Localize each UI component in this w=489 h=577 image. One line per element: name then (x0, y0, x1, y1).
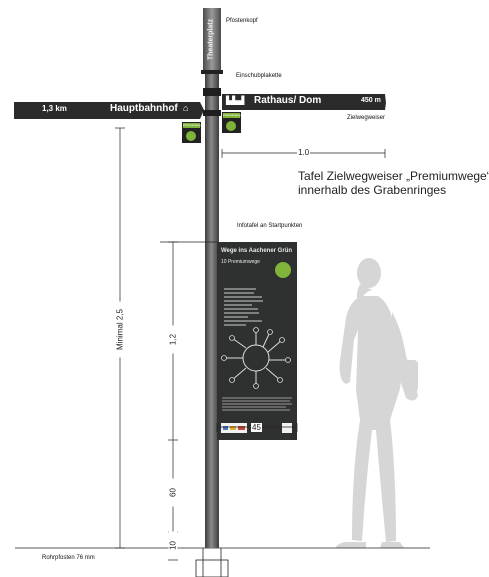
dim-sign-width-label: 1.0 (297, 148, 311, 157)
human-silhouette (336, 258, 418, 548)
sign-left-distance: 1,3 km (42, 104, 67, 113)
hiker-icon-left (186, 131, 196, 141)
insert-label: Einschubplakette (236, 73, 282, 79)
foundation-outline (195, 559, 229, 577)
description-line1: Tafel Zielwegweiser „Premiumwege“ (298, 169, 489, 183)
train-station-icon: ⌂ (183, 103, 189, 113)
hiker-icon-right (226, 121, 236, 131)
info-panel-label: Infotafel an Startpunkten (237, 223, 303, 229)
info-panel-footer-text (222, 397, 292, 411)
sign-right-board (222, 94, 386, 110)
dim-panel-height-label: 1,2 (168, 325, 178, 354)
description-line2: innerhalb des Grabenringes (298, 183, 447, 197)
badge-left-text: Premiumweg (183, 123, 201, 127)
route-map (224, 330, 288, 386)
badge-right-text: Premiumweg (223, 113, 241, 117)
info-panel-title: Wege ins Aachener Grün (221, 248, 293, 254)
dim-gap-height-label: 60 (168, 478, 178, 507)
post-pipe (205, 70, 219, 548)
dim-panel-width-label: 45 (251, 423, 262, 432)
cap-label: Pfostenkopf (226, 18, 258, 24)
info-panel-subtitle: 10 Premiumwege (221, 259, 260, 265)
post-cap (203, 8, 221, 70)
sign-type-label: Zielwegweiser (347, 115, 386, 121)
post-collar (203, 88, 221, 96)
sign-left-destination: Hauptbahnhof (110, 103, 178, 114)
sign-left-board (14, 102, 204, 119)
sign-right-distance: 450 m (361, 97, 381, 104)
post-label: Rohrpfosten 76 mm (42, 555, 95, 561)
sign-right-destination: Rathaus/ Dom (254, 95, 322, 106)
city-hall-icon: ▙▙▟ (226, 96, 245, 105)
aachen-logo (282, 423, 292, 433)
dim-base-height-label: 10 (168, 531, 178, 560)
dim-total-height-label: Minimal 2,5 (115, 301, 125, 358)
hiker-icon-panel (275, 262, 291, 278)
post-top-label: Theaterplatz (207, 18, 215, 61)
info-panel-list (224, 288, 263, 326)
